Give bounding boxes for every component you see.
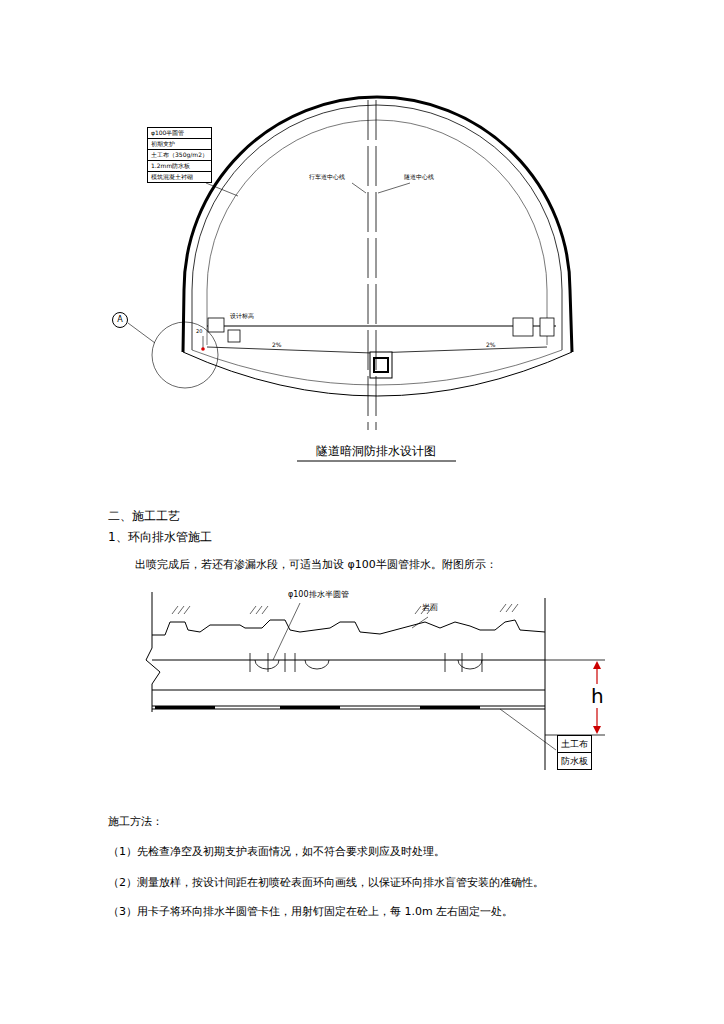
body-text: h (591, 684, 604, 708)
body-text: φ100排水半圆管 (288, 590, 349, 600)
break-line (146, 592, 160, 712)
nail (250, 653, 482, 672)
drawing-label: 设计标高 (230, 312, 254, 319)
support-line (152, 690, 545, 691)
node-text: 模筑混凝土衬砌 (148, 172, 211, 182)
inner-lining (207, 120, 547, 345)
body-text: 出喷完成后，若还有渗漏水段，可适当加设 φ100半圆管排水。附图所示： (135, 558, 497, 571)
node-text: 初期支护 (148, 139, 211, 150)
node-text: 土工布 (558, 736, 591, 753)
figure-caption: 隧道暗洞防排水设计图 (316, 443, 436, 460)
central-drain (370, 352, 392, 378)
side-ditch (208, 318, 224, 332)
body-text: 二、施工工艺 (108, 509, 180, 523)
extension-line (545, 660, 605, 661)
node-text: 防水板 (558, 753, 591, 769)
geotextile-line (152, 706, 545, 707)
drawing-label: 隧道中心线 (404, 173, 434, 180)
body-text: （3）用卡子将环向排水半圆管卡住，用射钉固定在砼上，每 1.0m 左右固定一处。 (108, 905, 513, 918)
drain-mark (201, 347, 205, 351)
rock-hatch (172, 604, 518, 614)
body-text: 1、环向排水管施工 (108, 530, 212, 544)
waterproof-board-overlap (155, 706, 480, 709)
side-ditch (228, 330, 240, 342)
waterproof-layer (192, 105, 562, 350)
side-ditch (540, 318, 554, 336)
leader-line (378, 183, 410, 193)
tunnel-section (128, 97, 572, 430)
node-text: 1.2mm防水板 (148, 161, 211, 172)
invert-inner (192, 350, 562, 385)
design-level-line (207, 326, 556, 327)
leader-line (352, 183, 366, 193)
leader-line (273, 603, 300, 660)
lane-centerline (368, 100, 369, 430)
invert-outer (183, 352, 572, 396)
layer-table: 土工布防水板 (557, 735, 592, 770)
section-edge (545, 598, 546, 770)
drawing-label: 2% (486, 341, 496, 348)
tunnel-centerline (376, 100, 377, 430)
leader-line (412, 617, 428, 628)
body-text: （2）测量放样，按设计间距在初喷砼表面环向画线，以保证环向排水盲管安装的准确性。 (108, 876, 544, 889)
pipe-detail-figure (146, 592, 605, 770)
detail-circle (152, 322, 218, 388)
caption-underline (297, 461, 456, 462)
rock-surface (152, 620, 545, 635)
body-text: 岩面 (422, 603, 438, 613)
detail-callout: A (112, 312, 128, 328)
drawing-label: 20 (196, 328, 202, 334)
leader-line (128, 323, 155, 343)
outer-lining (183, 97, 572, 352)
node-text: A (117, 316, 122, 324)
leader-line (206, 183, 238, 196)
drawing-label: 行车道中心线 (309, 173, 345, 180)
node-text: 土工布（350g/m2） (148, 150, 211, 161)
leader-line (500, 709, 556, 750)
shotcrete-surface (152, 660, 545, 661)
drawing-label: 2% (272, 341, 282, 348)
half-pipe (255, 660, 482, 669)
legend-box: φ100半圆管初期支护土工布（350g/m2）1.2mm防水板模筑混凝土衬砌 (147, 127, 212, 183)
node-text: φ100半圆管 (148, 128, 211, 139)
side-ditch (513, 318, 533, 336)
dimension-line (203, 336, 204, 348)
body-text: （1）先检查净空及初期支护表面情况，如不符合要求则应及时处理。 (108, 845, 445, 858)
body-text: 施工方法： (108, 815, 163, 828)
waterproof-board-line (152, 709, 545, 710)
